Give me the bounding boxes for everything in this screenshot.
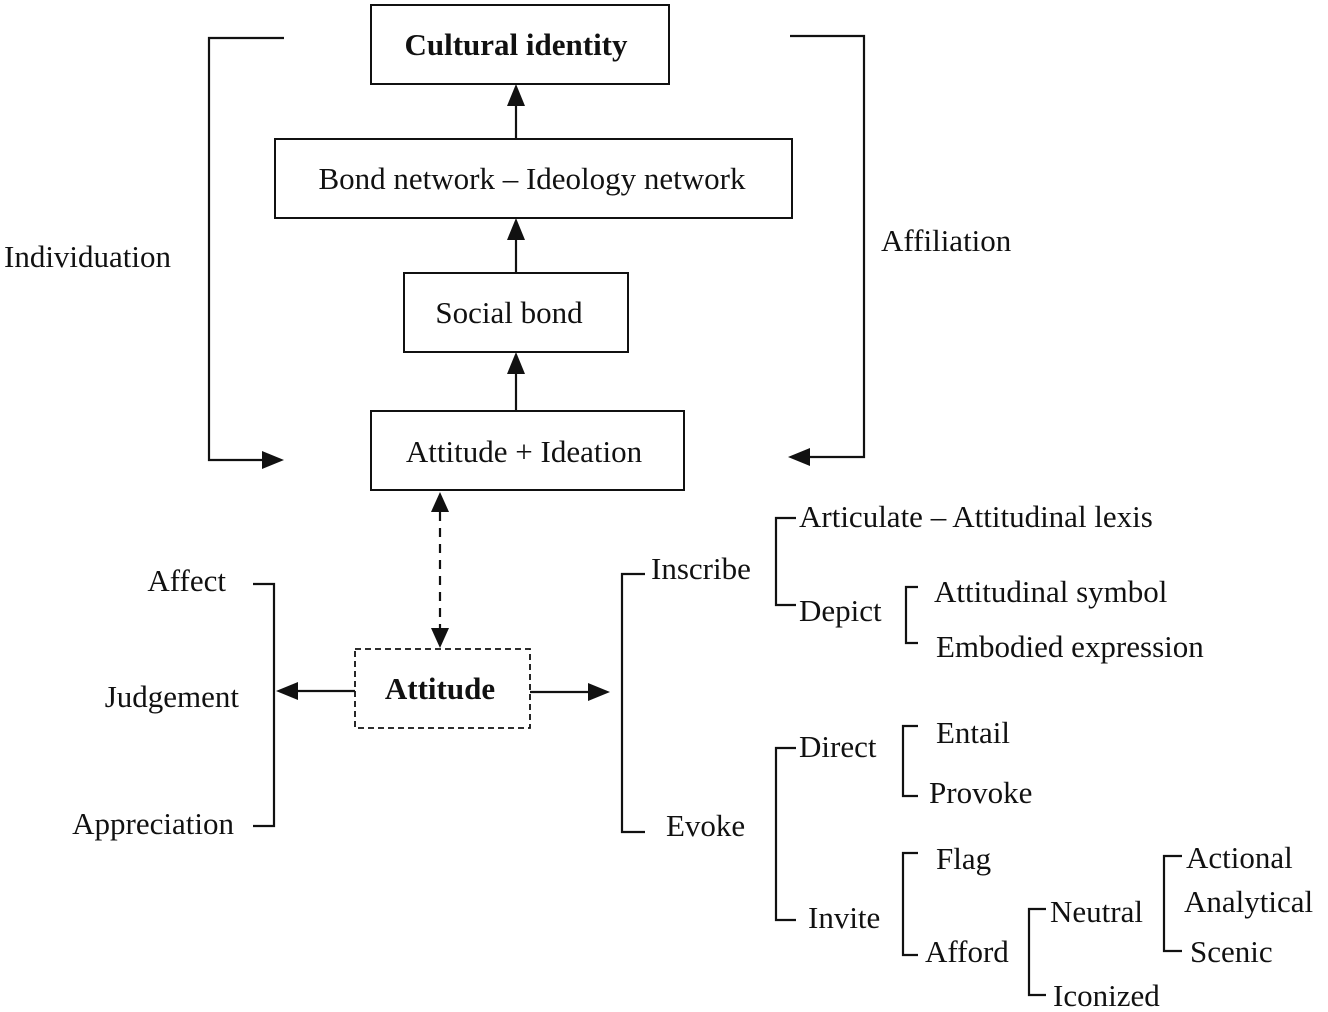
arrowhead-left-icon: [788, 448, 810, 466]
evoke-label: Evoke: [666, 808, 745, 843]
cultural-identity-label: Cultural identity: [404, 27, 628, 62]
arrowhead-up-icon: [507, 352, 525, 374]
arrowhead-right-icon: [262, 451, 284, 469]
arrow-attitude-to-types: [276, 682, 355, 700]
attitude-ideation-label: Attitude + Ideation: [406, 434, 643, 469]
invite-label: Invite: [808, 900, 880, 935]
dashed-bidirectional-arrow: [431, 492, 449, 648]
invite-bracket: [901, 851, 918, 957]
arrow-bond-to-identity: [507, 84, 525, 139]
direct-bracket: [901, 724, 918, 798]
arrow-attitude-ideation-to-social: [507, 352, 525, 411]
type-appreciation: Appreciation: [72, 806, 234, 841]
arrowhead-up-icon: [507, 84, 525, 106]
arrowhead-up-icon: [431, 492, 449, 512]
neutral-actional: Actional: [1186, 840, 1293, 875]
neutral-analytical: Analytical: [1184, 884, 1313, 919]
attitude-box: [354, 648, 531, 729]
realization-bracket: [620, 572, 645, 834]
type-judgement: Judgement: [105, 679, 240, 714]
neutral-bracket: [1162, 854, 1182, 953]
evoke-bracket: [774, 746, 796, 922]
individuation-label: Individuation: [4, 239, 172, 274]
bond-network-box: [274, 138, 793, 219]
direct-provoke: Provoke: [929, 775, 1032, 810]
afford-label: Afford: [925, 934, 1009, 969]
afford-bracket: [1027, 907, 1046, 997]
cultural-identity-box: [370, 4, 670, 85]
bond-network-label: Bond network – Ideology network: [318, 161, 746, 196]
type-affect: Affect: [147, 563, 226, 598]
social-bond-label: Social bond: [435, 295, 583, 330]
depict-label: Depict: [799, 593, 882, 628]
depict-embodied-expression: Embodied expression: [936, 629, 1204, 664]
arrowhead-down-icon: [431, 628, 449, 648]
arrow-social-to-bond: [507, 218, 525, 273]
arrowhead-right-icon: [588, 683, 610, 701]
arrowhead-up-icon: [507, 218, 525, 240]
attitude-label: Attitude: [385, 671, 495, 706]
afford-neutral: Neutral: [1050, 894, 1143, 929]
inscribe-bracket: [774, 516, 796, 607]
affiliation-label: Affiliation: [881, 223, 1012, 258]
direct-entail: Entail: [936, 715, 1010, 750]
direct-label: Direct: [799, 729, 877, 764]
inscribe-label: Inscribe: [651, 551, 751, 586]
arrowhead-left-icon: [276, 682, 298, 700]
neutral-scenic: Scenic: [1190, 934, 1273, 969]
depict-bracket: [904, 585, 918, 645]
afford-iconized: Iconized: [1053, 978, 1160, 1012]
articulate-label: Articulate – Attitudinal lexis: [799, 499, 1153, 534]
attitude-ideation-box: [370, 410, 685, 491]
affiliation-connector: [788, 34, 866, 466]
depict-attitudinal-symbol: Attitudinal symbol: [934, 574, 1167, 609]
invite-flag: Flag: [936, 841, 991, 876]
arrow-attitude-to-realization: [530, 683, 610, 701]
attitude-types-bracket: [253, 582, 276, 828]
individuation-connector: [207, 36, 284, 469]
